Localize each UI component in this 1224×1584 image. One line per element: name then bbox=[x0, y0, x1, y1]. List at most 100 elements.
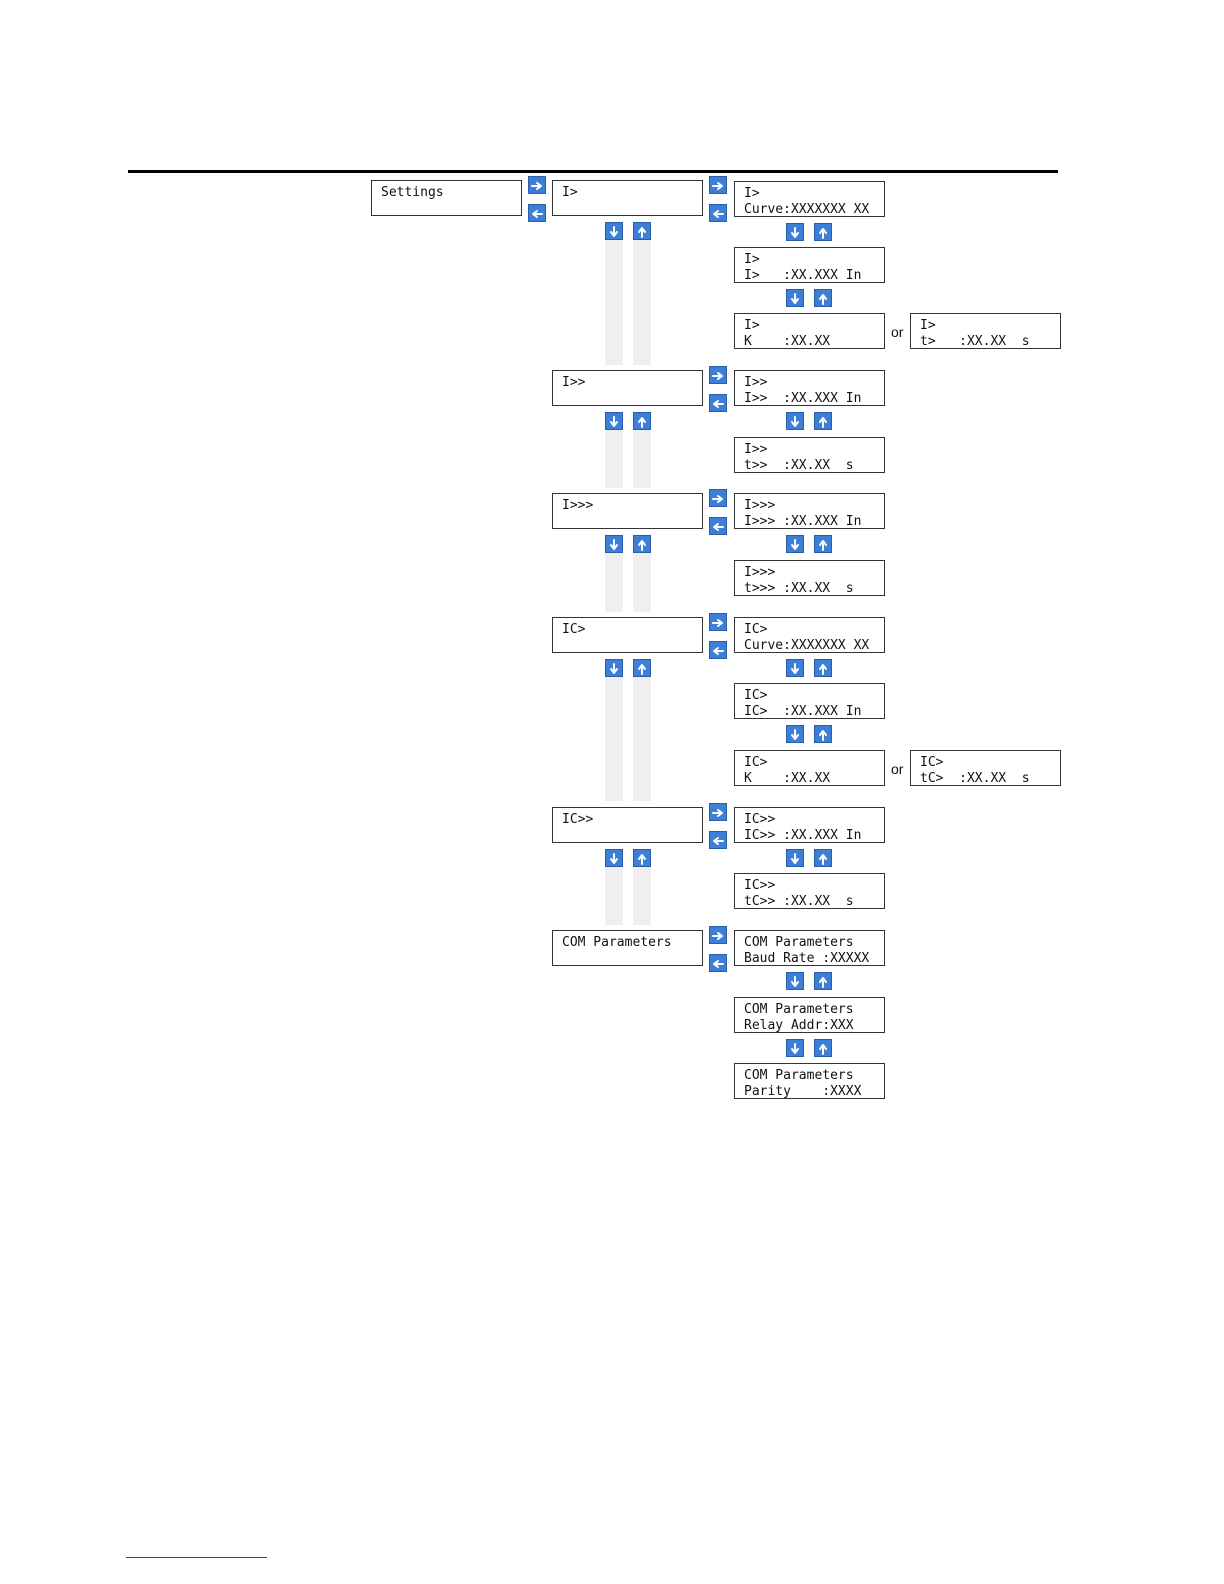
lcd-line-1: IC>> bbox=[744, 878, 776, 893]
left-arrow-icon bbox=[713, 210, 724, 218]
down-arrow-icon bbox=[610, 539, 618, 550]
submenu-box-3[interactable]: IC> bbox=[552, 617, 703, 653]
lcd-line-2: t>>> :XX.XX s bbox=[744, 581, 854, 596]
settings-menu-box[interactable]: Settings bbox=[371, 180, 522, 216]
menu-label: I> bbox=[562, 185, 578, 200]
scroll-down-button[interactable] bbox=[605, 535, 623, 553]
setting-screen[interactable]: I>K :XX.XX bbox=[734, 313, 885, 349]
setting-screen[interactable]: I>I> :XX.XXX In bbox=[734, 247, 885, 283]
next-setting-button[interactable] bbox=[786, 849, 804, 867]
submenu-back-button[interactable] bbox=[709, 204, 727, 222]
setting-screen[interactable]: I>Curve:XXXXXXX XX bbox=[734, 181, 885, 217]
setting-screen[interactable]: IC>Curve:XXXXXXX XX bbox=[734, 617, 885, 653]
setting-screen[interactable]: I>>>t>>> :XX.XX s bbox=[734, 560, 885, 596]
scroll-up-button[interactable] bbox=[633, 412, 651, 430]
lcd-line-2: t> :XX.XX s bbox=[920, 334, 1030, 349]
lcd-line-2: tC> :XX.XX s bbox=[920, 771, 1030, 786]
lcd-line-2: Relay Addr:XXX bbox=[744, 1018, 854, 1033]
setting-screen[interactable]: IC>K :XX.XX bbox=[734, 750, 885, 786]
lcd-line-1: I> bbox=[744, 318, 760, 333]
submenu-box-4[interactable]: IC>> bbox=[552, 807, 703, 843]
up-arrow-icon bbox=[819, 730, 827, 741]
lcd-line-2 bbox=[381, 201, 512, 215]
submenu-enter-button[interactable] bbox=[709, 366, 727, 384]
right-arrow-icon bbox=[712, 619, 723, 627]
prev-setting-button[interactable] bbox=[814, 725, 832, 743]
submenu-back-button[interactable] bbox=[709, 517, 727, 535]
prev-setting-button[interactable] bbox=[814, 289, 832, 307]
up-arrow-icon bbox=[638, 540, 646, 551]
lcd-line-2: I> :XX.XXX In bbox=[744, 268, 862, 283]
lcd-line-2: I>> :XX.XXX In bbox=[744, 391, 862, 406]
down-arrow-icon bbox=[610, 416, 618, 427]
left-arrow-icon bbox=[713, 647, 724, 655]
next-setting-button[interactable] bbox=[786, 223, 804, 241]
left-arrow-icon bbox=[713, 523, 724, 531]
submenu-back-button[interactable] bbox=[709, 641, 727, 659]
footnote-rule bbox=[126, 1557, 267, 1558]
menu-label: I>>> bbox=[562, 498, 594, 513]
setting-screen[interactable]: IC>>tC>> :XX.XX s bbox=[734, 873, 885, 909]
submenu-box-0[interactable]: I> bbox=[552, 180, 703, 216]
up-arrow-icon bbox=[819, 540, 827, 551]
enter-button[interactable] bbox=[528, 176, 546, 194]
submenu-box-2[interactable]: I>>> bbox=[552, 493, 703, 529]
scroll-down-button[interactable] bbox=[605, 849, 623, 867]
scroll-up-button[interactable] bbox=[633, 659, 651, 677]
setting-screen[interactable]: I>>I>> :XX.XXX In bbox=[734, 370, 885, 406]
lcd-line-1: Settings bbox=[381, 185, 444, 200]
next-setting-button[interactable] bbox=[786, 659, 804, 677]
setting-screen[interactable]: IC>>IC>> :XX.XXX In bbox=[734, 807, 885, 843]
prev-setting-button[interactable] bbox=[814, 849, 832, 867]
submenu-enter-button[interactable] bbox=[709, 489, 727, 507]
scroll-up-button[interactable] bbox=[633, 849, 651, 867]
prev-setting-button[interactable] bbox=[814, 535, 832, 553]
down-arrow-icon bbox=[791, 976, 799, 987]
next-setting-button[interactable] bbox=[786, 1039, 804, 1057]
alternate-setting-screen[interactable]: I>t> :XX.XX s bbox=[910, 313, 1061, 349]
scroll-track bbox=[605, 677, 623, 801]
prev-setting-button[interactable] bbox=[814, 659, 832, 677]
scroll-track bbox=[605, 867, 623, 925]
lcd-line-1: IC> bbox=[744, 688, 768, 703]
submenu-back-button[interactable] bbox=[709, 831, 727, 849]
prev-setting-button[interactable] bbox=[814, 223, 832, 241]
scroll-down-button[interactable] bbox=[605, 412, 623, 430]
scroll-up-button[interactable] bbox=[633, 535, 651, 553]
lcd-line-2: K :XX.XX bbox=[744, 771, 831, 786]
submenu-enter-button[interactable] bbox=[709, 176, 727, 194]
alternate-setting-screen[interactable]: IC>tC> :XX.XX s bbox=[910, 750, 1061, 786]
setting-screen[interactable]: I>>>I>>> :XX.XXX In bbox=[734, 493, 885, 529]
submenu-enter-button[interactable] bbox=[709, 613, 727, 631]
setting-screen[interactable]: I>>t>> :XX.XX s bbox=[734, 437, 885, 473]
scroll-down-button[interactable] bbox=[605, 222, 623, 240]
scroll-track bbox=[605, 240, 623, 365]
lcd-line-1: IC> bbox=[744, 755, 768, 770]
scroll-track bbox=[633, 430, 651, 488]
scroll-up-button[interactable] bbox=[633, 222, 651, 240]
down-arrow-icon bbox=[791, 539, 799, 550]
down-arrow-icon bbox=[791, 416, 799, 427]
submenu-back-button[interactable] bbox=[709, 394, 727, 412]
next-setting-button[interactable] bbox=[786, 725, 804, 743]
submenu-enter-button[interactable] bbox=[709, 926, 727, 944]
submenu-box-1[interactable]: I>> bbox=[552, 370, 703, 406]
next-setting-button[interactable] bbox=[786, 535, 804, 553]
lcd-line-1: COM Parameters bbox=[744, 1002, 854, 1017]
back-button[interactable] bbox=[528, 204, 546, 222]
prev-setting-button[interactable] bbox=[814, 972, 832, 990]
prev-setting-button[interactable] bbox=[814, 412, 832, 430]
next-setting-button[interactable] bbox=[786, 289, 804, 307]
scroll-down-button[interactable] bbox=[605, 659, 623, 677]
prev-setting-button[interactable] bbox=[814, 1039, 832, 1057]
submenu-box-5[interactable]: COM Parameters bbox=[552, 930, 703, 966]
setting-screen[interactable]: IC>IC> :XX.XXX In bbox=[734, 683, 885, 719]
submenu-back-button[interactable] bbox=[709, 954, 727, 972]
next-setting-button[interactable] bbox=[786, 412, 804, 430]
submenu-enter-button[interactable] bbox=[709, 803, 727, 821]
right-arrow-icon bbox=[712, 182, 723, 190]
next-setting-button[interactable] bbox=[786, 972, 804, 990]
